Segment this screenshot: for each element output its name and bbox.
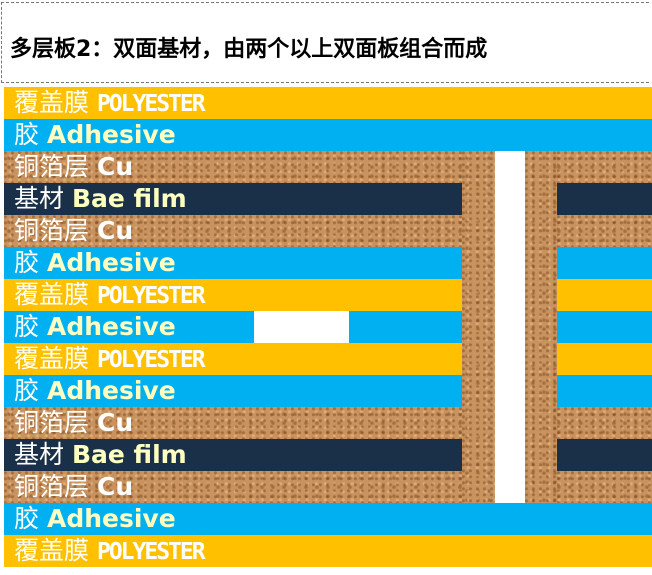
layer-coverlay: 覆盖膜 POLYESTER — [4, 87, 652, 119]
layer-label: 胶 Adhesive — [14, 504, 176, 534]
layer-label: 基材 Bae film — [14, 184, 187, 214]
layer-name-zh: 胶 — [14, 504, 40, 533]
layer-label: 覆盖膜 POLYESTER — [14, 280, 206, 311]
layer-label: 胶 Adhesive — [14, 376, 176, 406]
layer-name-en: Cu — [96, 408, 134, 437]
layer-name-en: Adhesive — [46, 120, 176, 149]
layer-label: 覆盖膜 POLYESTER — [14, 344, 206, 375]
layer-name-zh: 铜箔层 — [14, 216, 90, 245]
layer-name-en: POLYESTER — [96, 347, 206, 373]
layer-name-zh: 胶 — [14, 312, 40, 341]
layer-name-zh: 铜箔层 — [14, 408, 90, 437]
layer-label: 铜箔层 Cu — [14, 152, 133, 182]
layer-name-zh: 铜箔层 — [14, 152, 90, 181]
layer-name-zh: 胶 — [14, 120, 40, 149]
layer-name-en: POLYESTER — [96, 91, 206, 117]
layer-name-en: Adhesive — [46, 376, 176, 405]
layer-name-en: POLYESTER — [96, 539, 206, 565]
layer-label: 铜箔层 Cu — [14, 472, 133, 502]
layer-name-en: Bae film — [71, 184, 187, 213]
layer-name-zh: 胶 — [14, 248, 40, 277]
layer-name-zh: 铜箔层 — [14, 472, 90, 501]
layer-adhesive: 胶 Adhesive — [4, 503, 652, 535]
layer-name-zh: 基材 — [14, 184, 65, 213]
layer-name-en: Adhesive — [46, 312, 176, 341]
layer-label: 铜箔层 Cu — [14, 408, 133, 438]
layer-name-zh: 胶 — [14, 376, 40, 405]
layer-name-zh: 覆盖膜 — [14, 88, 90, 117]
layer-name-en: Cu — [96, 152, 134, 181]
layer-name-zh: 覆盖膜 — [14, 536, 90, 565]
layer-adhesive: 胶 Adhesive — [4, 119, 652, 151]
via-hole — [495, 151, 525, 503]
layer-label: 铜箔层 Cu — [14, 216, 133, 246]
layer-label: 基材 Bae film — [14, 440, 187, 470]
layer-label: 覆盖膜 POLYESTER — [14, 536, 206, 567]
layer-label: 覆盖膜 POLYESTER — [14, 88, 206, 119]
layer-name-zh: 覆盖膜 — [14, 344, 90, 373]
layer-coverlay: 覆盖膜 POLYESTER — [4, 535, 652, 567]
layer-name-en: Adhesive — [46, 504, 176, 533]
diagram-title: 多层板2：双面基材，由两个以上双面板组合而成 — [10, 37, 488, 62]
title-box: 多层板2：双面基材，由两个以上双面板组合而成 — [1, 2, 649, 83]
layer-name-en: POLYESTER — [96, 283, 206, 309]
layer-label: 胶 Adhesive — [14, 248, 176, 278]
layer-name-zh: 基材 — [14, 440, 65, 469]
layer-name-en: Cu — [96, 216, 134, 245]
layer-label: 胶 Adhesive — [14, 312, 176, 342]
layer-name-en: Cu — [96, 472, 134, 501]
layer-name-en: Bae film — [71, 440, 187, 469]
layer-name-zh: 覆盖膜 — [14, 280, 90, 309]
layer-name-en: Adhesive — [46, 248, 176, 277]
adhesive-gap — [254, 311, 349, 343]
layer-label: 胶 Adhesive — [14, 120, 176, 150]
